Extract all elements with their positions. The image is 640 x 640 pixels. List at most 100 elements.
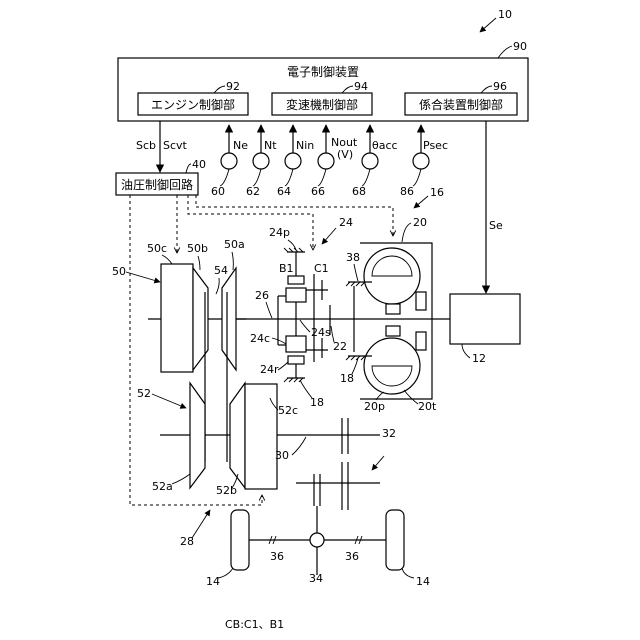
ref-36-right: 36 <box>345 550 359 563</box>
sensor-psec-ref: 86 <box>400 185 414 198</box>
sensor-theta-acc-signal: θacc <box>372 139 398 152</box>
ref-10: 10 <box>498 8 512 21</box>
sensor-ne-signal: Ne <box>233 139 248 152</box>
sensor-nin: Nin 64 <box>277 125 314 198</box>
sensor-nt-leader <box>253 169 261 186</box>
stator-upper <box>386 304 400 314</box>
ref-30-leader <box>292 437 306 455</box>
sensor-ne-circle <box>221 153 237 169</box>
ref-14-right: 14 <box>416 575 430 588</box>
signal-scb: Scb <box>136 139 156 152</box>
ref-50c-leader <box>162 255 172 264</box>
sensor-nout-circle <box>318 153 334 169</box>
primary-hydraulic-cylinder <box>161 264 193 372</box>
sensor-nt: Nt 62 <box>246 125 277 198</box>
ref-94: 94 <box>354 80 368 93</box>
ref-54: 54 <box>214 264 228 277</box>
sensor-nout-leader <box>318 169 326 186</box>
ref-24r-leader <box>278 362 288 370</box>
ref-52a: 52a <box>152 480 173 493</box>
engine-box <box>450 294 520 344</box>
ref-24s-leader <box>300 320 310 332</box>
ref-14-left-leader <box>218 568 233 578</box>
sensor-ne: Ne 60 <box>211 125 248 198</box>
signal-se: Se <box>489 219 503 232</box>
ecu-title: 電子制御装置 <box>287 64 359 79</box>
sensor-psec-circle <box>413 153 429 169</box>
ref-54-leader <box>216 278 219 294</box>
ref-12-leader <box>462 344 470 358</box>
ref-18-mid-leader <box>352 358 358 374</box>
ref-b1: B1 <box>279 262 294 275</box>
stator-lower <box>386 326 400 336</box>
ref-40: 40 <box>192 158 206 171</box>
sensor-psec-leader <box>413 169 421 186</box>
electronic-control-unit: 電子制御装置 エンジン制御部 変速機制御部 係合装置制御部 <box>118 58 528 121</box>
ref-20t-leader <box>404 390 418 404</box>
ref-52b: 52b <box>216 484 237 497</box>
ref-14-left: 14 <box>206 575 220 588</box>
ref-28: 28 <box>180 535 194 548</box>
differential-gear <box>310 533 324 547</box>
ref-50c: 50c <box>147 242 167 255</box>
ref-c1: C1 <box>314 262 329 275</box>
ref-18-bottom: 18 <box>310 396 324 409</box>
sensor-nin-circle <box>285 153 301 169</box>
ref-14-right-leader <box>402 568 414 578</box>
sensor-theta-acc-circle <box>362 153 378 169</box>
brake-b1-plate <box>288 276 304 284</box>
ref-32-arrow <box>372 456 384 470</box>
ref-32: 32 <box>382 427 396 440</box>
ref-24s: 24s <box>311 326 331 339</box>
secondary-movable-sheave <box>230 383 245 488</box>
ref-34: 34 <box>309 572 323 585</box>
signal-scvt: Scvt <box>163 139 188 152</box>
ref-28-arrow <box>192 510 210 538</box>
ref-24r: 24r <box>260 363 279 376</box>
ref-20: 20 <box>413 216 427 229</box>
sensor-nout-ref: 66 <box>311 185 325 198</box>
sensor-psec-signal: Psec <box>423 139 448 152</box>
sensor-theta-acc-ref: 68 <box>352 185 366 198</box>
ref-92: 92 <box>226 80 240 93</box>
ref-18-mid: 18 <box>340 372 354 385</box>
engine-control-label: エンジン制御部 <box>151 97 235 112</box>
engagement-control-label: 係合装置制御部 <box>419 97 503 112</box>
ref-30: 30 <box>275 449 289 462</box>
ref-12: 12 <box>472 352 486 365</box>
sensor-nt-ref: 62 <box>246 185 260 198</box>
sensor-nin-signal: Nin <box>296 139 314 152</box>
sensor-nt-circle <box>253 153 269 169</box>
ring-gear-24r <box>288 356 304 364</box>
sensor-ne-leader <box>220 169 229 186</box>
sensor-nin-ref: 64 <box>277 185 291 198</box>
drive-wheel-right <box>386 510 404 570</box>
sensor-nt-signal: Nt <box>264 139 277 152</box>
primary-movable-sheave <box>193 268 208 370</box>
ref-50: 50 <box>112 265 126 278</box>
primary-fixed-sheave <box>222 268 236 370</box>
ref-50b-leader <box>198 256 200 270</box>
ref-50a: 50a <box>224 238 245 251</box>
secondary-fixed-sheave <box>190 383 205 488</box>
secondary-hydraulic-cylinder <box>245 384 277 489</box>
sensor-nout-signal-v: (V) <box>337 148 353 161</box>
ref-52-arrow <box>152 394 186 408</box>
sensor-nin-leader <box>285 169 293 186</box>
ref-36-left: 36 <box>270 550 284 563</box>
ref-38: 38 <box>346 251 360 264</box>
ref-22: 22 <box>333 340 347 353</box>
ref-50b: 50b <box>187 242 208 255</box>
sensor-nout: Nout (V) 66 <box>311 125 358 198</box>
ref-24c: 24c <box>250 332 270 345</box>
ref-90: 90 <box>513 40 527 53</box>
ref-52a-leader <box>172 474 190 484</box>
ref-16-arrow <box>414 196 428 208</box>
primary-pulley <box>148 264 246 372</box>
ref-52: 52 <box>137 387 151 400</box>
ref-90-leader <box>498 46 512 58</box>
ref-38-leader <box>354 264 358 281</box>
ref-20-leader <box>402 223 411 242</box>
ref-16: 16 <box>430 186 444 199</box>
